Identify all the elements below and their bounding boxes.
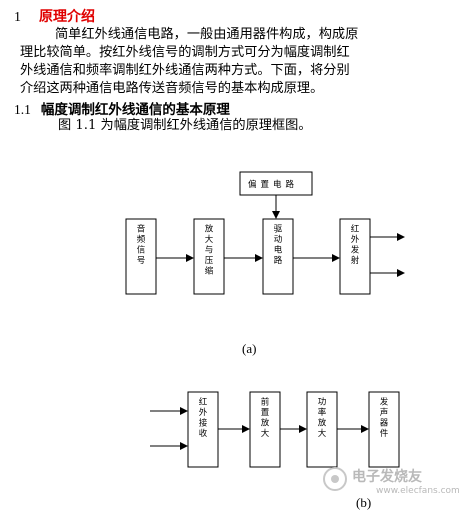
subsection-title: 幅度调制红外线通信的基本原理 <box>40 102 230 118</box>
intro-line-2: 理比较简单。按红外线信号的调制方式可分为幅度调制红 <box>20 45 350 60</box>
label-ir-transmit: 红外发射 <box>349 224 359 266</box>
block-audio-signal <box>125 218 157 295</box>
label-speaker: 发声器件 <box>378 397 388 439</box>
subsection-heading: 1.1 幅度调制红外线通信的基本原理 <box>14 98 230 118</box>
intro-line-3: 外线通信和频率调制红外线通信两种方式。下面，将分别 <box>20 63 350 78</box>
label-driver-circuit: 驱动电路 <box>272 224 282 266</box>
block-driver-circuit <box>262 218 294 295</box>
block-preamp <box>249 391 281 468</box>
block-ir-transmit <box>339 218 371 295</box>
section-number: 1 <box>14 10 21 25</box>
label-audio-signal: 音频信号 <box>135 224 145 266</box>
block-ir-receive <box>187 391 219 468</box>
watermark-text: 电子发烧友 <box>352 469 422 485</box>
label-ir-receive: 红外接收 <box>197 397 207 439</box>
caption-a: (a) <box>242 341 257 356</box>
label-amp-compress: 放大与压缩 <box>203 224 213 277</box>
label-bias-circuit: 偏置电路 <box>248 180 299 190</box>
block-amp-compress <box>193 218 225 295</box>
label-preamp: 前置放大 <box>259 397 269 439</box>
intro-line-4: 介绍这两种通信电路传送音频信号的基本构成原理。 <box>20 81 324 96</box>
section-title: 原理介绍 <box>39 9 95 25</box>
section-heading: 1 原理介绍 <box>14 6 95 26</box>
figure-reference: 图 1.1 为幅度调制红外线通信的原理框图。 <box>58 118 312 133</box>
watermark-url: www.elecfans.com <box>376 486 460 496</box>
block-speaker <box>368 391 400 468</box>
caption-b: (b) <box>356 495 372 510</box>
subsection-number: 1.1 <box>14 102 31 117</box>
intro-line-1: 简单红外线通信电路，一般由通用器件构成，构成原 <box>55 27 359 42</box>
label-power-amp: 功率放大 <box>316 397 326 439</box>
